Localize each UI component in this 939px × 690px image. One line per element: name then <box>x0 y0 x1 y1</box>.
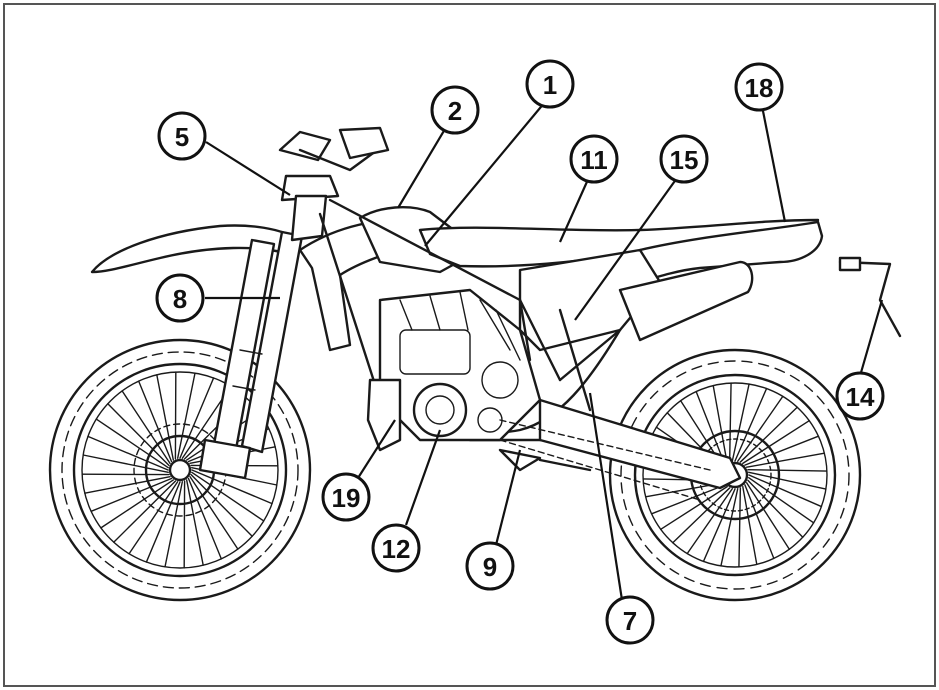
callout-8-label: 8 <box>173 284 187 314</box>
spoke <box>185 479 204 566</box>
swingarm <box>538 398 742 490</box>
spoke <box>745 452 826 468</box>
spoke <box>734 387 768 462</box>
spoke <box>156 374 175 461</box>
rear-spokes <box>642 382 828 568</box>
callout-1-label: 1 <box>543 70 557 100</box>
callout-18: 18 <box>734 62 784 112</box>
callout-8: 8 <box>155 273 205 323</box>
spoke <box>100 479 175 529</box>
license-bracket <box>838 260 902 338</box>
chain <box>499 419 711 501</box>
spoke <box>650 484 726 515</box>
spoke <box>128 481 179 555</box>
callout-15: 15 <box>659 134 709 184</box>
spoke <box>87 435 169 471</box>
spoke <box>176 372 196 459</box>
callout-18-label: 18 <box>745 73 774 103</box>
spoke <box>742 485 758 566</box>
spoke <box>121 390 171 465</box>
engine <box>378 288 542 442</box>
spoke <box>190 473 253 537</box>
spoke <box>191 471 265 522</box>
spoke <box>702 488 736 563</box>
callout-2-label: 2 <box>448 96 462 126</box>
spoke <box>744 484 775 560</box>
callout-11-label: 11 <box>580 145 608 175</box>
spoke <box>728 382 732 463</box>
spoke <box>748 474 823 508</box>
spoke <box>672 487 731 544</box>
callout-14: 14 <box>835 371 885 421</box>
callout-5-label: 5 <box>175 122 189 152</box>
callout-19: 19 <box>321 472 371 522</box>
spoke <box>660 485 728 531</box>
spoke <box>695 390 726 466</box>
spoke <box>82 454 169 474</box>
spoke <box>686 488 733 555</box>
callout-12-label: 12 <box>382 534 411 564</box>
rear-wheel <box>608 348 862 602</box>
callout-9-label: 9 <box>483 552 497 582</box>
spoke <box>720 488 739 567</box>
callout-5: 5 <box>157 111 207 161</box>
handlebars <box>278 126 390 242</box>
diagram-frame <box>3 3 936 687</box>
callout-9: 9 <box>465 541 515 591</box>
rear-shock <box>558 308 592 412</box>
front-spokes <box>81 371 279 569</box>
spoke <box>747 479 804 538</box>
spoke <box>113 480 177 543</box>
spoke <box>748 477 815 524</box>
spoke <box>712 384 728 465</box>
rear-fender <box>638 220 824 284</box>
callout-15-label: 15 <box>670 145 699 175</box>
spoke <box>744 435 820 466</box>
spoke <box>145 481 181 563</box>
spoke <box>137 380 173 463</box>
callout-1: 1 <box>525 59 575 109</box>
spoke <box>748 471 827 490</box>
spoke <box>84 475 171 494</box>
callout-2: 2 <box>430 85 480 135</box>
spoke <box>90 477 173 513</box>
radiator-pipe <box>366 378 402 452</box>
leader-lines <box>205 101 884 601</box>
callout-12: 12 <box>371 523 421 573</box>
spoke <box>107 403 170 467</box>
spoke <box>731 383 750 462</box>
spoke <box>747 468 828 472</box>
silencer <box>618 260 754 342</box>
spoke <box>738 487 742 568</box>
callout-19-label: 19 <box>332 483 361 513</box>
spoke <box>737 395 784 462</box>
spoke <box>739 406 798 463</box>
callout-14-label: 14 <box>846 382 875 412</box>
callout-11: 11 <box>569 134 619 184</box>
spoke <box>95 418 169 469</box>
spoke <box>191 469 273 505</box>
callout-7-label: 7 <box>623 606 637 636</box>
callout-7: 7 <box>605 595 655 645</box>
spoke <box>189 475 239 550</box>
spoke <box>742 419 810 465</box>
tail-light <box>838 256 862 272</box>
spoke <box>187 477 223 560</box>
spoke <box>745 482 791 550</box>
front-fork <box>198 230 304 480</box>
brake-pedal <box>538 458 592 472</box>
spoke <box>179 377 215 459</box>
spoke <box>164 481 184 568</box>
